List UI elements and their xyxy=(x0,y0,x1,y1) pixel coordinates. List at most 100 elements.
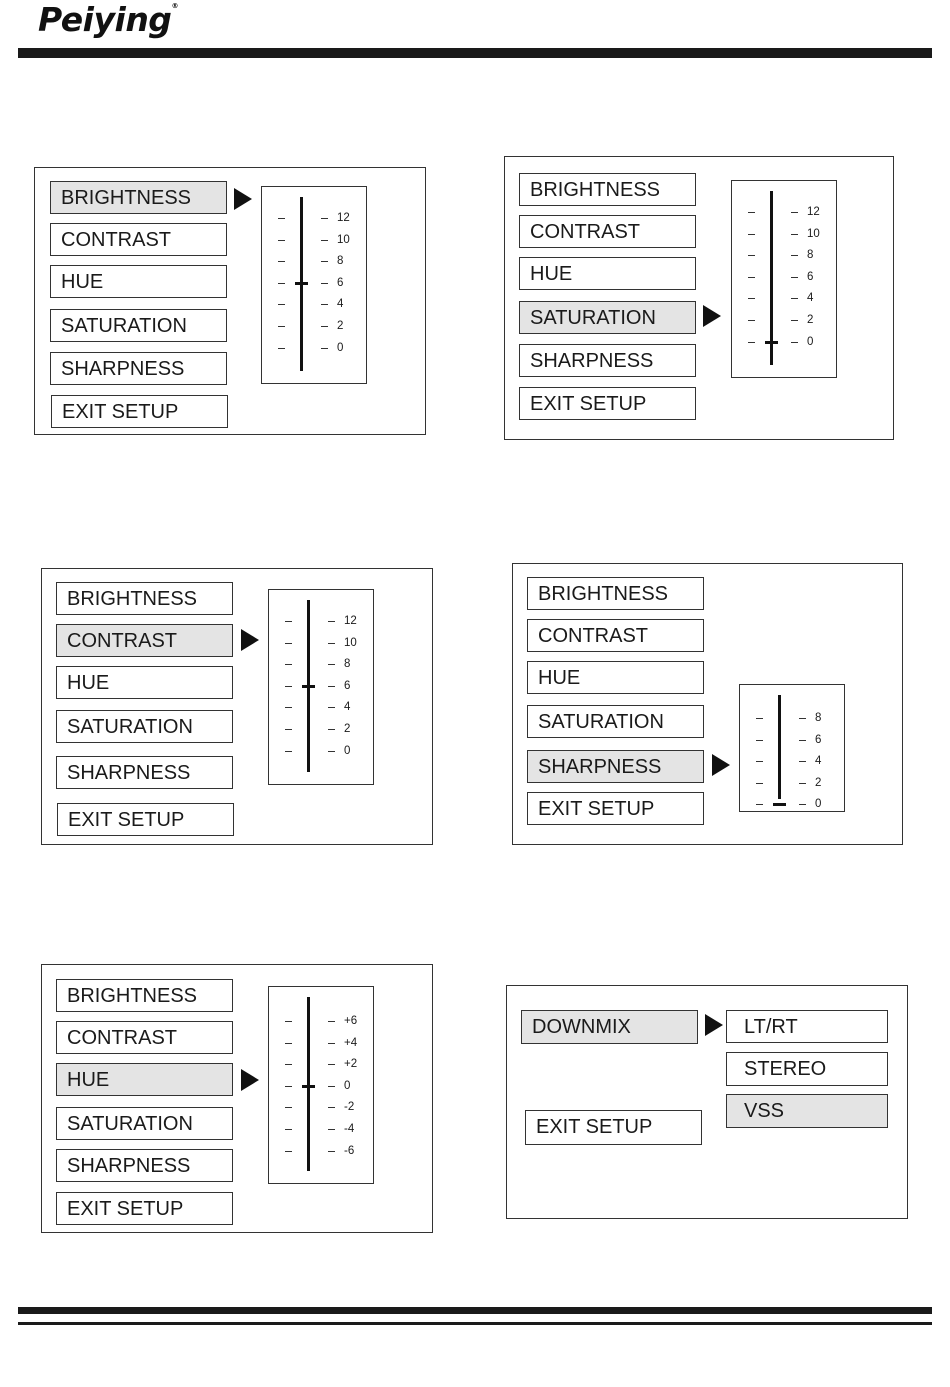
menu-item-hue[interactable]: HUE xyxy=(56,1063,233,1096)
slider-knob[interactable] xyxy=(295,282,308,285)
scale-label: 0 xyxy=(815,798,822,810)
slider-knob[interactable] xyxy=(773,803,786,806)
menu-item-exit-setup[interactable]: EXIT SETUP xyxy=(57,803,234,836)
scale-label: 8 xyxy=(807,249,814,261)
tick-mark xyxy=(278,218,285,219)
scale-label: 4 xyxy=(807,292,814,304)
menu-item-brightness[interactable]: BRIGHTNESS xyxy=(527,577,704,610)
tick-mark xyxy=(328,621,335,622)
brand-logo: Peiying® xyxy=(38,0,178,39)
slider-knob[interactable] xyxy=(302,685,315,688)
menu-item-saturation[interactable]: SATURATION xyxy=(56,710,233,743)
registered-mark: ® xyxy=(171,2,178,10)
tick-mark xyxy=(285,1043,292,1044)
scale-label: 0 xyxy=(807,336,814,348)
scale-label: +2 xyxy=(344,1058,358,1070)
selection-arrow-icon xyxy=(705,1014,723,1036)
menu-item-brightness[interactable]: BRIGHTNESS xyxy=(56,582,233,615)
tick-mark xyxy=(791,320,798,321)
tick-mark xyxy=(285,621,292,622)
tick-mark xyxy=(748,277,755,278)
menu-item-contrast[interactable]: CONTRAST xyxy=(50,223,227,256)
menu-item-exit-setup[interactable]: EXIT SETUP xyxy=(56,1192,233,1225)
menu-item-exit-setup[interactable]: EXIT SETUP xyxy=(527,792,704,825)
menu-item-sharpness[interactable]: SHARPNESS xyxy=(56,756,233,789)
scale-label: 0 xyxy=(344,745,351,757)
menu-item-saturation[interactable]: SATURATION xyxy=(527,705,704,738)
scale-label: 2 xyxy=(807,314,814,326)
menu-item-hue[interactable]: HUE xyxy=(50,265,227,298)
tick-mark xyxy=(756,783,763,784)
menu-item-saturation[interactable]: SATURATION xyxy=(56,1107,233,1140)
menu-item-sharpness[interactable]: SHARPNESS xyxy=(50,352,227,385)
scale-label: 4 xyxy=(344,701,351,713)
menu-item-brightness[interactable]: BRIGHTNESS xyxy=(50,181,227,214)
menu-item-contrast[interactable]: CONTRAST xyxy=(56,624,233,657)
selection-arrow-icon xyxy=(234,188,252,210)
tick-mark xyxy=(748,234,755,235)
slider-track xyxy=(770,191,773,365)
tick-mark xyxy=(756,718,763,719)
menu-item-hue[interactable]: HUE xyxy=(519,257,696,290)
tick-mark xyxy=(278,348,285,349)
tick-mark xyxy=(328,1086,335,1087)
menu-item-brightness[interactable]: BRIGHTNESS xyxy=(56,979,233,1012)
menu-item-hue[interactable]: HUE xyxy=(56,666,233,699)
menu-item-saturation[interactable]: SATURATION xyxy=(50,309,227,342)
slider-knob[interactable] xyxy=(302,1085,315,1088)
tick-mark xyxy=(328,1107,335,1108)
header-rule xyxy=(18,48,932,58)
scale-label: -2 xyxy=(344,1101,355,1113)
tick-mark xyxy=(799,804,806,805)
menu-item-sharpness[interactable]: SHARPNESS xyxy=(56,1149,233,1182)
menu-item-saturation[interactable]: SATURATION xyxy=(519,301,696,334)
menu-item-sharpness[interactable]: SHARPNESS xyxy=(519,344,696,377)
scale-label: 6 xyxy=(337,277,344,289)
menu-item-downmix[interactable]: DOWNMIX xyxy=(521,1010,698,1044)
scale-label: 12 xyxy=(807,206,820,218)
menu-item-hue[interactable]: HUE xyxy=(527,661,704,694)
menu-item-contrast[interactable]: CONTRAST xyxy=(527,619,704,652)
option-lt-rt[interactable]: LT/RT xyxy=(726,1010,888,1043)
scale-label: 2 xyxy=(344,723,351,735)
scale-label: 6 xyxy=(344,680,351,692)
footer-rule-thick xyxy=(18,1307,932,1314)
scale-label: -6 xyxy=(344,1145,355,1157)
menu-item-exit-setup[interactable]: EXIT SETUP xyxy=(519,387,696,420)
tick-mark xyxy=(328,664,335,665)
selection-arrow-icon xyxy=(241,629,259,651)
option-vss[interactable]: VSS xyxy=(726,1094,888,1128)
tick-mark xyxy=(799,761,806,762)
tick-mark xyxy=(328,1151,335,1152)
menu-item-brightness[interactable]: BRIGHTNESS xyxy=(519,173,696,206)
tick-mark xyxy=(278,304,285,305)
menu-item-exit-setup[interactable]: EXIT SETUP xyxy=(525,1110,702,1145)
tick-mark xyxy=(285,1129,292,1130)
scale-label: 8 xyxy=(815,712,822,724)
option-stereo[interactable]: STEREO xyxy=(726,1052,888,1086)
brand-name: Peiying xyxy=(38,0,172,39)
tick-mark xyxy=(748,320,755,321)
menu-item-contrast[interactable]: CONTRAST xyxy=(519,215,696,248)
footer-rule-thin xyxy=(18,1322,932,1325)
menu-item-contrast[interactable]: CONTRAST xyxy=(56,1021,233,1054)
slider-knob[interactable] xyxy=(765,341,778,344)
brightness-menu-panel: BRIGHTNESS CONTRAST HUE SATURATION SHARP… xyxy=(34,167,426,435)
menu-item-sharpness[interactable]: SHARPNESS xyxy=(527,750,704,783)
tick-mark xyxy=(748,298,755,299)
menu-item-exit-setup[interactable]: EXIT SETUP xyxy=(51,395,228,428)
tick-mark xyxy=(328,1064,335,1065)
scale-label: -4 xyxy=(344,1123,355,1135)
tick-mark xyxy=(285,751,292,752)
tick-mark xyxy=(799,783,806,784)
selection-arrow-icon xyxy=(241,1069,259,1091)
scale-label: 2 xyxy=(337,320,344,332)
tick-mark xyxy=(328,751,335,752)
tick-mark xyxy=(321,218,328,219)
tick-mark xyxy=(285,707,292,708)
